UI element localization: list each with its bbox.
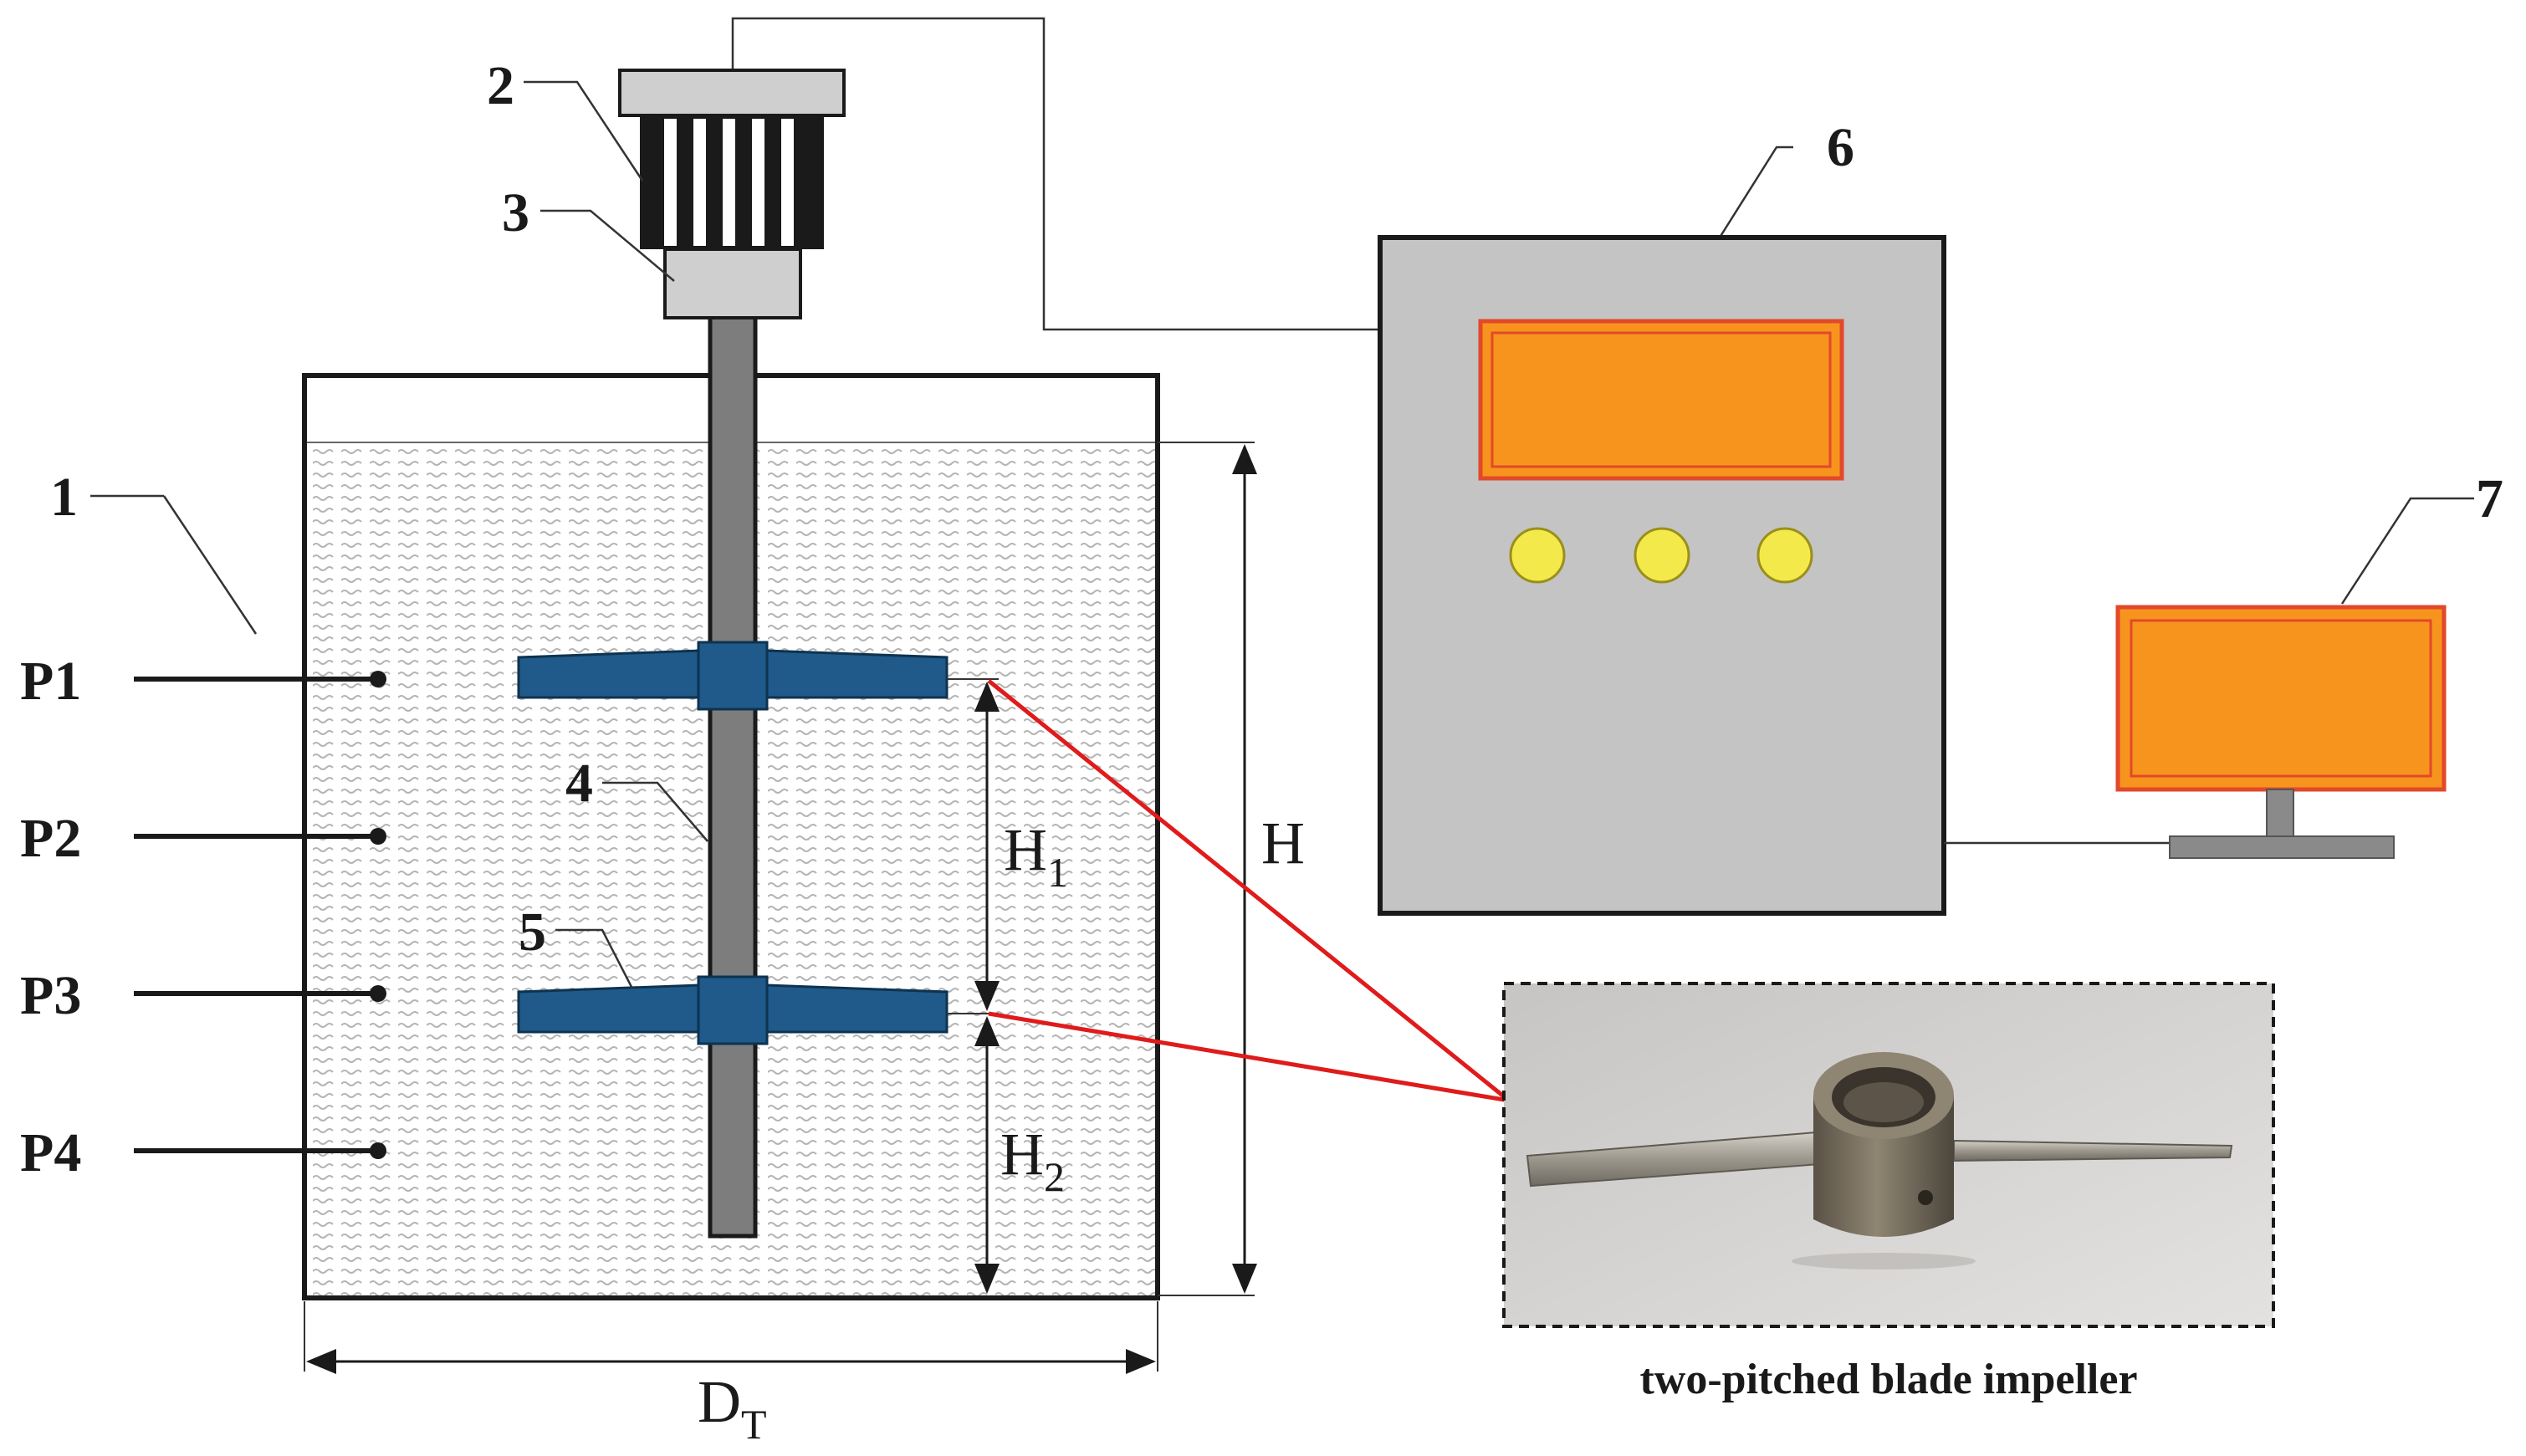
svg-text:7: 7 xyxy=(2476,468,2503,529)
controller-button-1 xyxy=(1509,527,1566,584)
dimension-diameter: DT xyxy=(304,1301,1158,1448)
computer-stand xyxy=(2169,835,2395,859)
svg-text:P4: P4 xyxy=(20,1122,81,1183)
svg-text:6: 6 xyxy=(1827,117,1854,178)
callout-lines xyxy=(947,678,1511,1103)
computer xyxy=(2115,605,2447,859)
label-computer: 7 xyxy=(2340,468,2503,605)
inset-caption: two-pitched blade impeller xyxy=(1639,1356,2137,1403)
coupling xyxy=(663,248,802,319)
controller-button-3 xyxy=(1756,527,1813,584)
label-coupling: 3 xyxy=(502,182,675,282)
motor xyxy=(618,69,846,249)
probe-p2: P2 xyxy=(20,808,386,869)
svg-text:H2: H2 xyxy=(1000,1121,1065,1200)
controller-button-2 xyxy=(1634,527,1690,584)
label-shaft: 4 xyxy=(565,753,708,842)
label-motor: 2 xyxy=(487,55,644,181)
impeller-upper xyxy=(517,641,949,711)
svg-text:5: 5 xyxy=(519,902,546,963)
controller xyxy=(1378,235,1946,916)
probe-p1: P1 xyxy=(20,651,386,712)
label-controller: 6 xyxy=(1718,117,1854,238)
svg-text:4: 4 xyxy=(565,753,593,814)
svg-text:P2: P2 xyxy=(20,808,81,869)
probe-p4: P4 xyxy=(20,1122,386,1183)
svg-text:H: H xyxy=(1261,810,1305,876)
impeller-photo-inset xyxy=(1502,982,2275,1328)
shaft xyxy=(708,314,758,1239)
svg-text:1: 1 xyxy=(50,467,78,528)
label-tank: 1 xyxy=(50,467,258,635)
svg-text:P3: P3 xyxy=(20,965,81,1026)
svg-text:DT: DT xyxy=(698,1368,767,1448)
controller-screen xyxy=(1478,319,1844,481)
dimension-h1: H1 xyxy=(947,678,1068,1014)
impeller-lower xyxy=(517,975,949,1045)
dimension-h: H xyxy=(1158,442,1305,1296)
svg-text:P1: P1 xyxy=(20,651,81,712)
motor-controller-wire xyxy=(731,17,1380,331)
svg-text:H1: H1 xyxy=(1004,816,1068,896)
svg-text:3: 3 xyxy=(502,182,529,243)
computer-monitor xyxy=(2115,605,2447,792)
label-impeller: 5 xyxy=(519,902,634,989)
probe-p3: P3 xyxy=(20,965,386,1026)
dimension-h2: H2 xyxy=(974,1016,1065,1294)
svg-text:2: 2 xyxy=(487,55,514,116)
